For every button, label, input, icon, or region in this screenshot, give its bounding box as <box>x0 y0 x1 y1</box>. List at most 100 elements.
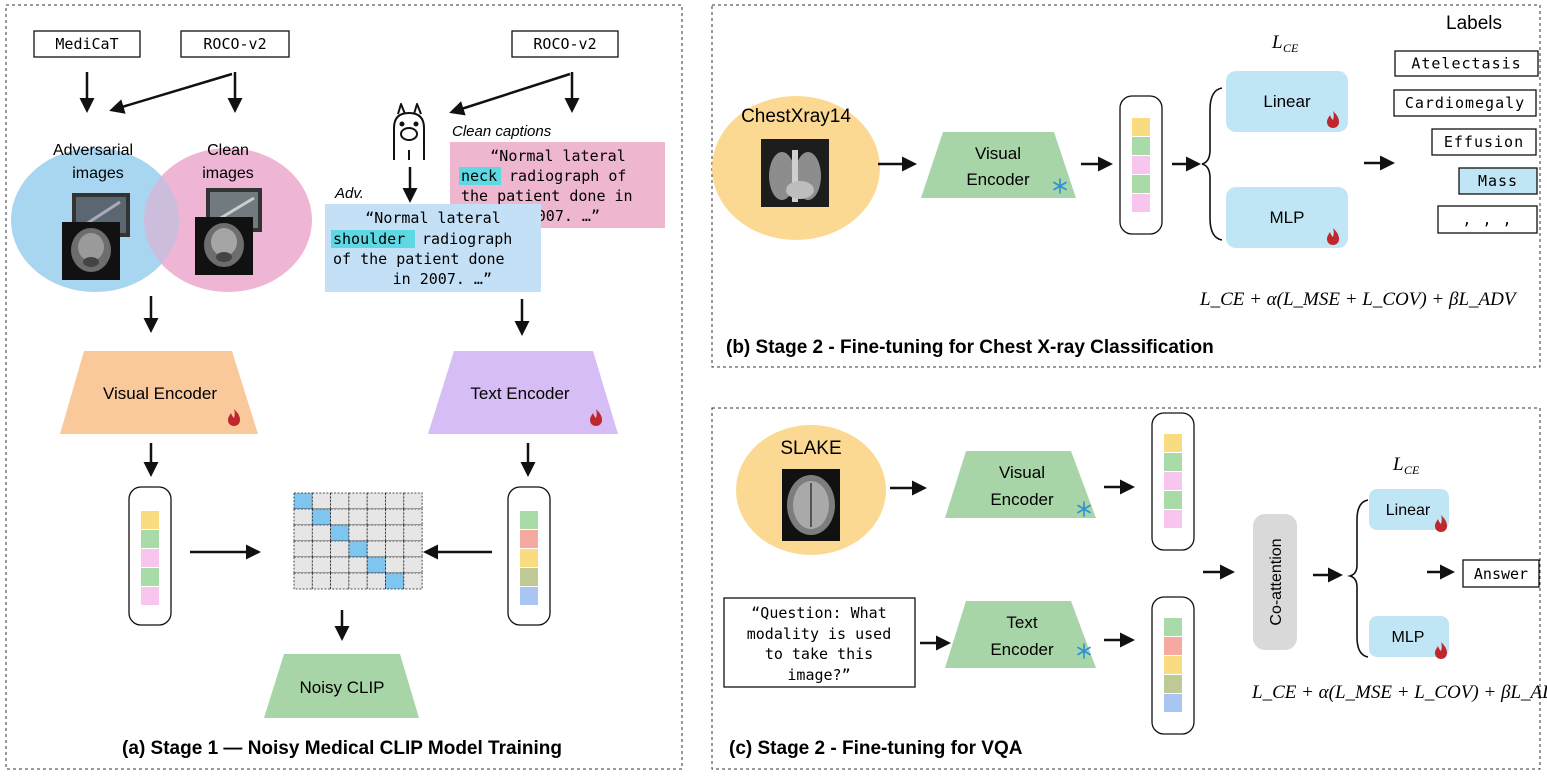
image-token-4 <box>141 587 159 605</box>
matrix-cell <box>403 540 423 558</box>
head-mlp-b[interactable]: MLP <box>1226 187 1348 248</box>
adversarial-mri-images <box>62 193 130 280</box>
class-label-text: Atelectasis <box>1411 55 1521 73</box>
matrix-cell <box>293 540 313 558</box>
svg-text:image?”: image?” <box>787 666 850 684</box>
svg-text:radiograph of: radiograph of <box>500 167 626 185</box>
matrix-cell-diagonal <box>348 540 368 558</box>
head-mlp-c[interactable]: MLP <box>1369 616 1449 659</box>
matrix-cell <box>403 492 423 510</box>
formula-b: L_CE + α(L_MSE + L_COV) + βL_ADV <box>1199 289 1518 310</box>
svg-text:the patient done in: the patient done in <box>461 187 633 205</box>
svg-text:Answer: Answer <box>1474 565 1528 583</box>
svg-text:Visual: Visual <box>999 463 1045 482</box>
svg-text:of the patient done: of the patient done <box>333 250 505 268</box>
visual-encoder-stage1: Visual Encoder <box>60 351 258 434</box>
co-attention-block: Co-attention <box>1253 514 1297 650</box>
image-token-b-1 <box>1132 137 1150 155</box>
class-label-text: Effusion <box>1444 133 1524 151</box>
clean-mri-images <box>195 188 262 275</box>
svg-text:Encoder: Encoder <box>990 640 1054 659</box>
text-embedding-tokens-c <box>1164 618 1182 712</box>
matrix-cell <box>385 524 405 542</box>
matrix-cell <box>385 492 405 510</box>
similarity-matrix <box>293 492 423 590</box>
clean-label-1: Clean <box>207 142 249 159</box>
loss-ce-c: L CE <box>1392 454 1420 477</box>
matrix-cell <box>293 524 313 542</box>
head-linear-c[interactable]: Linear <box>1369 489 1449 532</box>
matrix-cell-diagonal <box>366 556 386 574</box>
source-roco-right-label: ROCO-v2 <box>533 35 596 53</box>
svg-text:CE: CE <box>1283 41 1299 55</box>
panel-c-border <box>711 407 1541 770</box>
llama-icon <box>393 103 425 160</box>
heads-brace-b <box>1201 87 1223 241</box>
matrix-cell <box>311 540 331 558</box>
text-token-1 <box>520 530 538 548</box>
text-token-2 <box>520 549 538 567</box>
image-token-b-0 <box>1132 118 1150 136</box>
svg-text:Text: Text <box>1006 613 1037 632</box>
image-token-b-4 <box>1132 194 1150 212</box>
image-token-c-2 <box>1164 472 1182 490</box>
svg-text:L: L <box>1271 32 1283 53</box>
svg-text:modality is used: modality is used <box>747 625 892 643</box>
adv-caption-highlight: shoulder <box>333 230 405 248</box>
panel-b-border <box>711 4 1541 368</box>
matrix-cell <box>366 572 386 590</box>
source-medicat: MediCaT <box>33 30 141 58</box>
text-token-0 <box>520 511 538 529</box>
brain-ct-image <box>782 469 840 541</box>
svg-text:Visual Encoder: Visual Encoder <box>103 384 217 403</box>
clean-label-2: images <box>202 165 254 182</box>
matrix-cell <box>311 572 331 590</box>
image-token-c-3 <box>1164 491 1182 509</box>
source-roco-right: ROCO-v2 <box>511 30 619 58</box>
matrix-cell <box>293 572 313 590</box>
svg-text:CE: CE <box>1404 463 1420 477</box>
labels-title: Labels <box>1446 13 1502 34</box>
source-medicat-label: MediCaT <box>55 35 118 53</box>
matrix-cell <box>348 492 368 510</box>
matrix-cell <box>403 572 423 590</box>
panel-a-caption: (a) Stage 1 — Noisy Medical CLIP Model T… <box>122 738 562 759</box>
text-token-c-0 <box>1164 618 1182 636</box>
matrix-cell <box>385 556 405 574</box>
svg-text:“Normal lateral: “Normal lateral <box>490 147 625 165</box>
text-token-c-4 <box>1164 694 1182 712</box>
formula-c: L_CE + α(L_MSE + L_COV) + βL_ADV <box>1251 682 1547 703</box>
matrix-cell <box>403 556 423 574</box>
text-token-c-2 <box>1164 656 1182 674</box>
matrix-cell-diagonal <box>311 508 331 526</box>
matrix-cell-diagonal <box>293 492 313 510</box>
class-label-text: Cardiomegaly <box>1405 94 1525 112</box>
matrix-cell <box>330 556 350 574</box>
head-linear-b[interactable]: Linear <box>1226 71 1348 132</box>
svg-text:Noisy CLIP: Noisy CLIP <box>299 678 384 697</box>
matrix-cell <box>403 524 423 542</box>
matrix-cell <box>348 508 368 526</box>
svg-text:“Question: What: “Question: What <box>751 604 886 622</box>
svg-text:L: L <box>1392 454 1404 475</box>
class-label-text: Mass <box>1478 172 1518 190</box>
image-token-b-3 <box>1132 175 1150 193</box>
clean-caption-box: “Normal lateral neck radiograph of the p… <box>450 142 665 228</box>
matrix-cell <box>330 572 350 590</box>
class-label-box <box>1458 167 1538 195</box>
image-token-1 <box>141 530 159 548</box>
slake-label: SLAKE <box>780 438 841 459</box>
text-token-c-1 <box>1164 637 1182 655</box>
text-token-3 <box>520 568 538 586</box>
image-embedding-tokens-c <box>1164 434 1182 528</box>
source-roco-left: ROCO-v2 <box>180 30 290 58</box>
matrix-cell <box>366 524 386 542</box>
matrix-cell <box>293 556 313 574</box>
svg-text:MLP: MLP <box>1392 629 1425 646</box>
image-token-0 <box>141 511 159 529</box>
answer-box: Answer <box>1462 559 1540 588</box>
image-token-3 <box>141 568 159 586</box>
source-arrows <box>79 72 580 116</box>
clean-captions-label: Clean captions <box>452 123 552 140</box>
svg-text:Visual: Visual <box>975 144 1021 163</box>
